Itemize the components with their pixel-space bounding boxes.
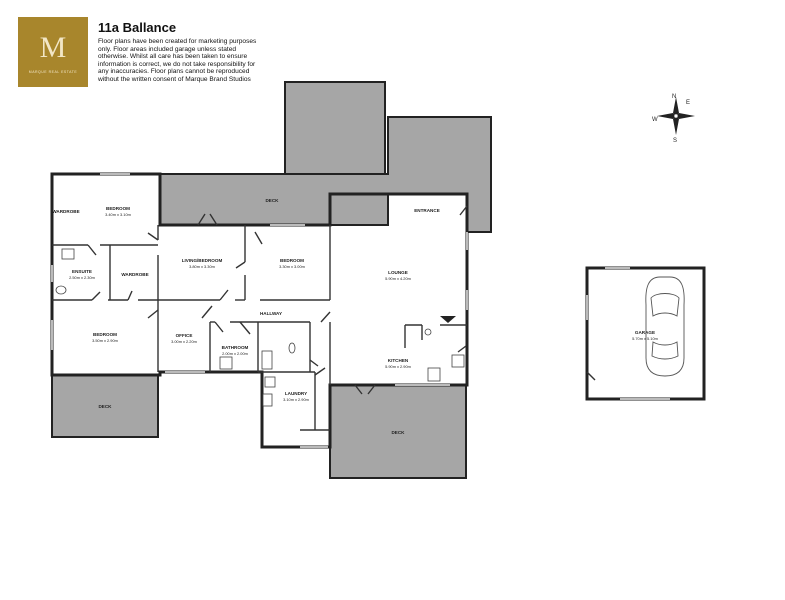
windows [51, 173, 468, 448]
bathroom-vanity [261, 350, 273, 370]
brand-logo: M MARQUE REAL ESTATE [18, 17, 88, 87]
room-bedroom-top-label: BEDROOM [106, 206, 130, 211]
doors [87, 205, 468, 395]
room-laundry-label: LAUNDRY [285, 391, 307, 396]
room-deck-left-label: DECK [98, 404, 112, 409]
logo-subtitle: MARQUE REAL ESTATE [28, 70, 78, 74]
compass-w: W [652, 117, 658, 123]
page-title: 11a Ballance [98, 20, 177, 35]
room-lounge-label: LOUNGE [388, 270, 408, 275]
room-wardrobe-left-label: WARDROBE [52, 209, 79, 214]
room-ensuite-label: ENSUITE [72, 269, 92, 274]
laundry-machine [264, 376, 276, 388]
compass-icon [657, 97, 695, 135]
room-ensuite-dims: 2.50m x 2.30m [69, 275, 95, 280]
lounge-fireplace [440, 316, 456, 323]
room-bedroom-top-dims: 3.40m x 3.10m [105, 212, 131, 217]
room-hallway-label: HALLWAY [260, 311, 282, 316]
room-bedroom-bottom-dims: 3.50m x 2.90m [92, 338, 118, 343]
compass-n: N [672, 94, 676, 100]
ensuite-shower [61, 248, 75, 260]
room-bathroom-dims: 2.00m x 2.00m [222, 351, 248, 356]
fixtures [55, 248, 465, 407]
bathroom-bath [219, 356, 233, 370]
kitchen-cooktop [451, 354, 465, 368]
room-office-dims: 3.00m x 2.20m [171, 339, 197, 344]
garage-building [585, 266, 706, 401]
interior-walls [52, 225, 467, 431]
room-garage-dims: 5.70m x 5.10m [632, 336, 658, 341]
room-deck-top-label: DECK [265, 198, 279, 203]
room-kitchen-label: KITCHEN [388, 358, 409, 363]
room-bedroom-mid-label: BEDROOM [280, 258, 304, 263]
kitchen-fixture [424, 328, 432, 336]
room-bedroom-bottom-label: BEDROOM [93, 332, 117, 337]
room-lounge-dims: 5.90m x 4.20m [385, 276, 411, 281]
room-deck-bottom-label: DECK [391, 430, 405, 435]
compass-s: S [673, 138, 677, 144]
room-living-bedroom-dims: 3.80m x 3.30m [189, 264, 215, 269]
deck-left [51, 374, 159, 438]
room-laundry-dims: 3.10m x 2.90m [283, 397, 309, 402]
room-bathroom-label: BATHROOM [222, 345, 249, 350]
bathroom-toilet [288, 342, 296, 354]
ensuite-toilet [55, 285, 67, 295]
room-garage-label: GARAGE [635, 330, 655, 335]
room-living-bedroom-label: LIVING/BEDROOM [182, 258, 223, 263]
room-kitchen-dims: 5.90m x 2.90m [385, 364, 411, 369]
laundry-tub [262, 393, 273, 407]
room-bedroom-mid-dims: 3.30m x 3.00m [279, 264, 305, 269]
logo-letter: M [39, 31, 67, 64]
room-entrance-label: ENTRANCE [414, 208, 440, 213]
compass-e: E [686, 100, 690, 106]
disclaimer-text: Floor plans have been created for market… [98, 38, 257, 83]
kitchen-sink [427, 367, 441, 382]
room-wardrobe-mid-label: WARDROBE [121, 272, 148, 277]
room-office-label: OFFICE [176, 333, 193, 338]
car-icon [645, 276, 685, 377]
deck-top-upper [284, 81, 386, 175]
